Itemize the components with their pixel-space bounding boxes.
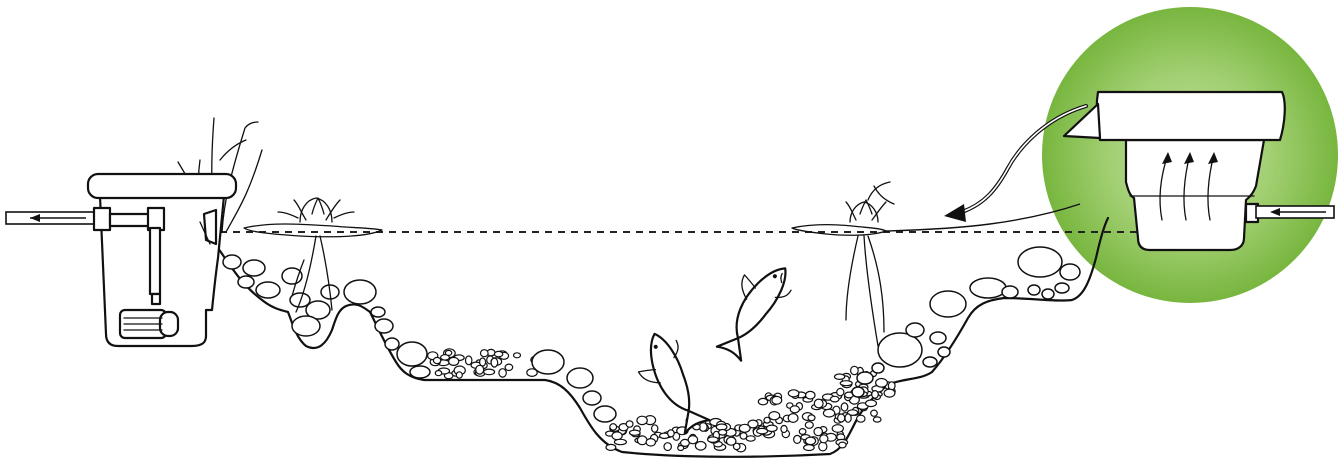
pebble	[768, 411, 781, 421]
koi-fish-upper	[715, 267, 792, 362]
pebble	[694, 440, 707, 451]
pebble	[434, 369, 443, 377]
pebble	[732, 442, 741, 451]
pebble	[677, 444, 685, 452]
skimmer	[1062, 90, 1286, 252]
pebble	[498, 368, 507, 378]
pebble	[745, 435, 756, 442]
pebble	[717, 428, 728, 436]
curved-arrow-icon	[944, 204, 966, 222]
pebble	[628, 429, 641, 436]
pebble	[870, 409, 878, 417]
pebble	[831, 424, 845, 433]
pebble	[504, 363, 514, 372]
pebble	[839, 380, 853, 387]
pebble	[605, 443, 617, 451]
pebble	[836, 387, 845, 397]
pebble	[787, 389, 800, 398]
pebble	[871, 390, 879, 399]
pebble	[609, 423, 618, 431]
pebble	[855, 414, 866, 423]
pebble	[636, 415, 648, 426]
pebble	[874, 377, 888, 388]
pebble	[780, 424, 788, 434]
pebble	[838, 441, 847, 449]
pebble	[864, 399, 878, 408]
pebble	[625, 420, 634, 428]
pebble	[725, 436, 737, 446]
pebble	[837, 413, 846, 423]
pebble	[512, 352, 522, 359]
pebble	[645, 437, 657, 447]
water-lily-right	[791, 181, 895, 347]
pebble	[850, 365, 859, 376]
pond-floor-pebbles	[427, 348, 896, 453]
outflow-pipe	[5, 211, 97, 225]
pebble	[755, 427, 769, 435]
pond-basin-outline	[216, 216, 1110, 458]
pond-filter	[86, 172, 238, 348]
pump-icon	[118, 308, 180, 340]
pebble	[793, 434, 802, 444]
inflow-pipe	[1255, 205, 1335, 219]
water-flow-arrow	[885, 104, 1088, 232]
pebble	[804, 436, 817, 446]
pebble	[707, 436, 719, 443]
skimmer-flow-arrows	[1159, 152, 1218, 221]
pebble	[763, 416, 771, 424]
pebble	[747, 419, 759, 429]
left-shelf-rocks	[222, 254, 431, 379]
pebble	[493, 350, 504, 358]
koi-fish-lower	[637, 332, 711, 435]
pebble	[663, 442, 673, 452]
pebble	[611, 431, 623, 441]
pebble	[833, 373, 846, 381]
pebble	[687, 435, 699, 445]
water-lily-left	[243, 197, 383, 313]
pebble	[829, 395, 840, 403]
pebble	[789, 405, 801, 414]
pebble	[840, 402, 849, 412]
pebble	[448, 356, 460, 366]
pebble	[872, 416, 882, 423]
pebble	[667, 429, 675, 438]
pebble	[819, 434, 829, 444]
pebble	[636, 435, 648, 446]
pebble	[798, 428, 807, 436]
pebble	[822, 408, 836, 418]
pebble	[483, 368, 496, 376]
pebble	[475, 364, 485, 375]
pebble	[883, 388, 896, 398]
arrow-left-icon	[30, 214, 40, 222]
pebble	[738, 423, 751, 433]
right-slope-rocks	[531, 246, 1081, 423]
pebble	[444, 349, 453, 356]
arrow-left-icon	[1270, 208, 1280, 216]
pebble	[813, 398, 824, 409]
pebble	[803, 444, 815, 452]
pebble	[844, 413, 852, 423]
pebble	[651, 424, 659, 433]
pebble	[813, 426, 823, 437]
pebble	[455, 371, 463, 379]
pebble	[464, 355, 473, 366]
pebble	[771, 395, 783, 405]
pebble	[804, 421, 814, 429]
pebble	[765, 424, 778, 433]
pebble	[440, 354, 451, 361]
pebble	[526, 368, 538, 378]
pebble	[432, 356, 442, 365]
pebble	[807, 414, 816, 422]
pebble	[757, 397, 769, 406]
pebble	[613, 438, 628, 446]
pebble	[818, 441, 828, 452]
pebble	[479, 349, 489, 358]
pebble	[787, 413, 799, 424]
pebble	[490, 357, 499, 368]
pebble	[804, 390, 816, 400]
